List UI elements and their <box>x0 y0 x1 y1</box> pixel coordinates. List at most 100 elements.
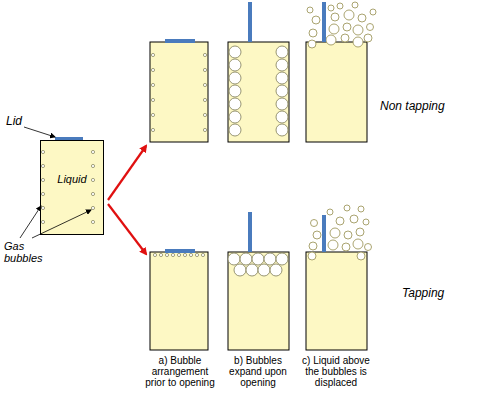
escaping-bubble <box>328 5 334 11</box>
wall-bubble <box>203 83 206 86</box>
escaping-bubble <box>342 243 350 251</box>
wall-bubble <box>91 150 94 153</box>
part-label: Lid <box>6 115 36 128</box>
escaping-bubble <box>352 2 358 8</box>
expanded-bubble <box>229 98 241 110</box>
escaping-bubble <box>344 205 350 211</box>
lid <box>165 2 326 253</box>
liquid-label: Liquid <box>41 173 103 186</box>
part-label: Gas bubbles <box>4 240 50 265</box>
top-bubble <box>183 253 186 256</box>
escaping-bubble <box>343 23 351 31</box>
wall-bubble <box>91 192 94 195</box>
expanded-bubble <box>276 59 288 71</box>
escaping-bubble <box>307 2 376 48</box>
escaping-bubble <box>353 37 363 47</box>
escaping-bubble <box>331 13 339 21</box>
row-label: Tapping <box>402 287 492 300</box>
expanded-bubble <box>234 264 246 276</box>
escaping-bubble <box>370 9 376 15</box>
expanded-bubble <box>264 253 276 265</box>
expanded-bubble <box>229 85 241 97</box>
wall-bubble <box>41 206 44 209</box>
lid <box>248 2 252 42</box>
wall-bubble <box>203 68 206 71</box>
escaping-bubble <box>311 220 318 227</box>
wall-bubble <box>151 68 154 71</box>
escaping-bubble <box>329 24 339 34</box>
expanded-bubble <box>276 85 288 97</box>
wall-bubble <box>91 220 94 223</box>
escaping-bubble <box>309 29 317 37</box>
escaping-bubble <box>307 7 313 13</box>
wall-bubble <box>151 83 154 86</box>
step-caption: c) Liquid above the bubbles is displaced <box>300 355 372 389</box>
wall-bubble <box>91 206 94 209</box>
top-bubble <box>201 253 204 256</box>
liquid-fill <box>40 140 104 235</box>
leader-line <box>20 206 41 238</box>
row-label: Non tapping <box>380 100 490 113</box>
top-bubble <box>195 253 198 256</box>
top-bubble <box>153 253 204 256</box>
escaping-bubble <box>330 228 340 238</box>
wall-bubble <box>203 128 206 131</box>
escaping-bubble <box>357 252 365 260</box>
escaping-bubble <box>327 209 333 215</box>
escaping-bubble <box>344 10 354 20</box>
container <box>228 252 289 350</box>
wall-bubble <box>151 53 206 131</box>
escaping-bubble <box>337 3 343 9</box>
expanded-bubble <box>229 124 241 136</box>
expanded-bubble <box>276 253 288 265</box>
container <box>228 42 289 142</box>
expanded-bubble <box>276 72 288 84</box>
wall-bubble <box>151 128 154 131</box>
container <box>306 252 367 350</box>
wall-bubble <box>203 98 206 101</box>
expanded-bubble <box>229 46 288 136</box>
escaping-bubble <box>326 35 336 45</box>
expanded-bubble <box>276 98 288 110</box>
wall-bubble <box>41 164 44 167</box>
top-bubble <box>159 253 162 256</box>
escaping-bubble <box>308 252 316 260</box>
top-bubble <box>165 253 168 256</box>
split-arrow <box>108 204 146 254</box>
escaping-bubble <box>356 228 364 236</box>
container <box>150 42 208 142</box>
lid <box>322 215 326 252</box>
top-bubble <box>171 253 174 256</box>
split-arrow <box>108 146 146 200</box>
step-caption: b) Bubbles expand upon opening <box>222 355 294 389</box>
wall-bubble <box>151 113 154 116</box>
expanded-bubble <box>229 46 241 58</box>
leader-line <box>24 127 55 137</box>
wall-bubble <box>91 164 94 167</box>
expanded-bubble <box>229 111 241 123</box>
escaping-bubble <box>358 206 364 212</box>
expanded-bubble <box>240 253 252 265</box>
wall-bubble <box>41 192 44 195</box>
split-arrow <box>108 146 146 254</box>
escaping-bubble <box>328 240 338 250</box>
step-caption: a) Bubble arrangement prior to opening <box>144 355 216 389</box>
lid <box>248 212 252 252</box>
escaping-bubble <box>341 34 349 42</box>
expanded-bubble <box>270 264 282 276</box>
escaping-bubble <box>350 215 358 223</box>
escaping-bubble <box>344 231 352 239</box>
lid <box>165 249 195 253</box>
expanded-bubble <box>229 72 241 84</box>
expanded-bubble <box>229 59 241 71</box>
escaping-bubble <box>308 40 316 48</box>
lid <box>165 39 195 43</box>
escaping-bubble <box>363 219 369 225</box>
expanded-bubble <box>276 111 288 123</box>
expanded-bubble <box>276 124 288 136</box>
wall-bubble <box>151 98 154 101</box>
escaping-bubble <box>358 14 366 22</box>
wall-bubble <box>41 220 44 223</box>
escaping-bubble <box>353 25 363 35</box>
container <box>150 42 367 350</box>
